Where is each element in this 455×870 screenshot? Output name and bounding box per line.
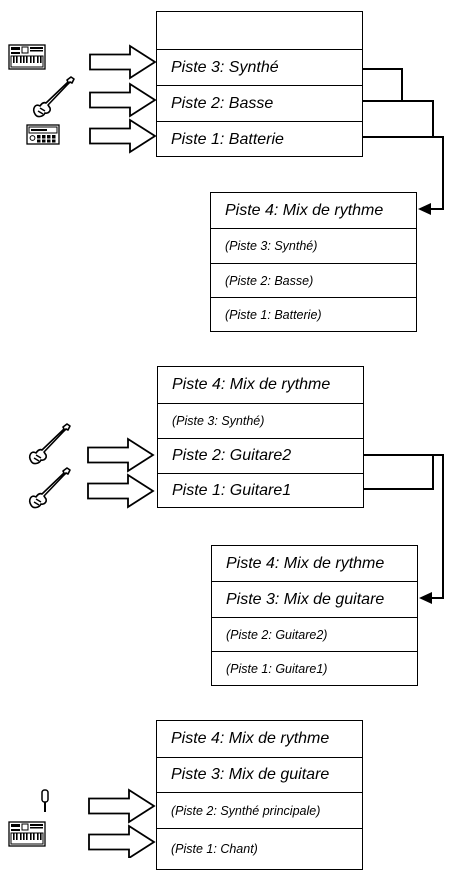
s1-bounce-arrowhead (418, 203, 431, 215)
s2-track-2: Piste 2: Guitare2 (158, 438, 363, 473)
s2-result-3: Piste 3: Mix de guitare (212, 581, 417, 617)
electric-guitar-icon (29, 467, 71, 509)
s2-result-1: (Piste 1: Guitare1) (212, 651, 417, 686)
s3-track-2: (Piste 2: Synthé principale) (157, 792, 362, 828)
electric-guitar-icon (33, 76, 75, 118)
s1-result-2: (Piste 2: Basse) (211, 263, 416, 297)
electric-guitar-icon (29, 423, 71, 465)
keyboard-synth-icon (8, 821, 46, 847)
s1-arrow-synth (89, 45, 156, 79)
s3-track-stack: Piste 4: Mix de rythme Piste 3: Mix de g… (156, 720, 363, 870)
s2-track-1: Piste 1: Guitare1 (158, 473, 363, 508)
s1-track-2: Piste 2: Basse (157, 85, 362, 121)
s1-result-3: (Piste 3: Synthé) (211, 228, 416, 263)
s3-arrow-mic (88, 789, 155, 823)
s1-track-1: Piste 1: Batterie (157, 121, 362, 157)
s1-arrow-bass (89, 83, 156, 117)
s2-bounce-arrowhead (419, 592, 432, 604)
s2-track-4: Piste 4: Mix de rythme (172, 376, 331, 393)
s2-track-3: (Piste 3: Synthé) (158, 403, 363, 438)
s2-result-stack: Piste 4: Mix de rythme Piste 3: Mix de g… (211, 545, 418, 686)
microphone-icon (41, 789, 49, 813)
s1-arrow-drums (89, 119, 156, 153)
s1-track-stack: Piste 3: Synthé Piste 2: Basse Piste 1: … (156, 11, 363, 157)
s2-arrow-guitar2 (87, 438, 154, 472)
s1-result-4: Piste 4: Mix de rythme (225, 201, 384, 219)
drum-machine-icon (26, 124, 60, 145)
s1-track-3: Piste 3: Synthé (157, 49, 362, 85)
keyboard-synth-icon (8, 44, 46, 70)
s2-result-2: (Piste 2: Guitare2) (212, 617, 417, 651)
s1-bounce-connector (363, 68, 444, 210)
s2-bounce-connector (364, 454, 444, 599)
s2-result-4: Piste 4: Mix de rythme (226, 554, 385, 572)
s3-track-1: (Piste 1: Chant) (157, 828, 362, 868)
s3-track-4: Piste 4: Mix de rythme (171, 730, 330, 747)
s1-result-1: (Piste 1: Batterie) (211, 297, 416, 331)
s2-arrow-guitar1 (87, 474, 154, 508)
s3-track-3: Piste 3: Mix de guitare (157, 757, 362, 792)
s2-track-stack: Piste 4: Mix de rythme (Piste 3: Synthé)… (157, 366, 364, 508)
s1-result-stack: Piste 4: Mix de rythme (Piste 3: Synthé)… (210, 192, 417, 332)
s3-arrow-synth (88, 825, 155, 858)
